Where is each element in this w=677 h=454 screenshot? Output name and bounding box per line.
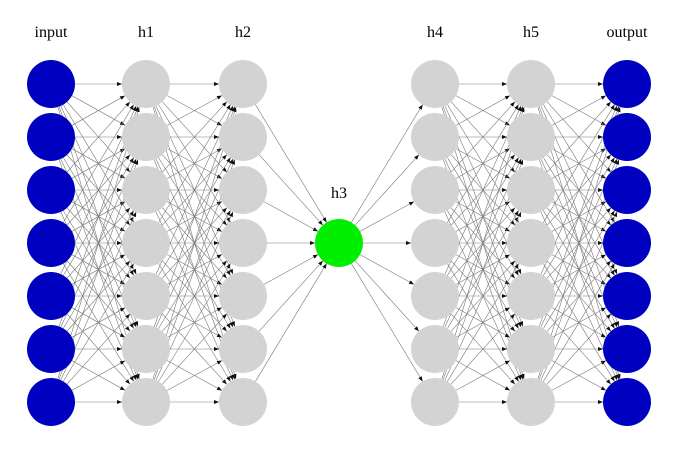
node-output-2 <box>603 113 651 161</box>
node-output-4 <box>603 219 651 267</box>
node-h4-1 <box>411 60 459 108</box>
layer-label-h1: h1 <box>138 24 154 41</box>
node-h3-1 <box>315 219 363 267</box>
node-h5-1 <box>507 60 555 108</box>
node-h5-3 <box>507 166 555 214</box>
edge-input-7-to-h1-4 <box>63 263 134 382</box>
node-h1-2 <box>122 113 170 161</box>
node-h1-5 <box>122 272 170 320</box>
edge-h5-7-to-output-5 <box>546 313 612 385</box>
edge-h2-5-to-h3-1 <box>263 254 319 285</box>
edge-h1-3-to-h2-1 <box>161 101 228 173</box>
edge-h4-2-to-h5-1 <box>455 95 511 126</box>
edge-h5-2-to-output-1 <box>551 95 607 126</box>
node-output-5 <box>603 272 651 320</box>
edge-h5-7-to-output-4 <box>543 263 615 382</box>
layer-label-h2: h2 <box>235 24 251 41</box>
edge-h2-7-to-h3-1 <box>255 263 327 382</box>
edge-h1-4-to-h2-1 <box>158 104 231 223</box>
node-output-3 <box>603 166 651 214</box>
node-h2-7 <box>219 378 267 426</box>
edge-h4-7-to-h5-5 <box>450 313 516 385</box>
node-h1-1 <box>122 60 170 108</box>
node-h2-2 <box>219 113 267 161</box>
node-h4-4 <box>411 219 459 267</box>
edge-input-7-to-h1-1 <box>57 106 140 380</box>
edge-input-7-to-h1-6 <box>71 360 126 391</box>
node-output-6 <box>603 325 651 373</box>
node-h1-7 <box>122 378 170 426</box>
edge-h1-2-to-h2-1 <box>166 95 223 126</box>
edge-h4-7-to-h5-4 <box>447 263 519 382</box>
node-h2-5 <box>219 272 267 320</box>
node-input-1 <box>27 60 75 108</box>
node-h2-4 <box>219 219 267 267</box>
edge-h2-6-to-h3-1 <box>258 260 324 332</box>
edge-h4-4-to-h5-1 <box>447 104 519 223</box>
node-h2-3 <box>219 166 267 214</box>
layer-label-h5: h5 <box>523 24 539 41</box>
edge-h3-1-to-h4-2 <box>354 154 420 226</box>
node-output-1 <box>603 60 651 108</box>
node-h1-3 <box>122 166 170 214</box>
node-output-7 <box>603 378 651 426</box>
edge-h2-2-to-h3-1 <box>258 154 324 226</box>
edge-h1-7-to-h2-4 <box>158 263 231 382</box>
edge-h2-3-to-h3-1 <box>263 201 319 232</box>
layer-labels: input h1 h2 h3 h4 h5 output <box>35 24 648 202</box>
edge-h5-3-to-output-1 <box>546 101 612 173</box>
node-h2-1 <box>219 60 267 108</box>
node-h5-5 <box>507 272 555 320</box>
layer-label-output: output <box>607 24 648 41</box>
node-input-6 <box>27 325 75 373</box>
edge-input-2-to-h1-1 <box>71 95 126 126</box>
edge-h3-1-to-h4-6 <box>354 260 420 332</box>
node-h1-4 <box>122 219 170 267</box>
network-nodes <box>27 60 651 426</box>
edge-input-7-to-h1-5 <box>66 313 131 385</box>
node-h4-3 <box>411 166 459 214</box>
layer-label-h3: h3 <box>331 185 347 202</box>
edge-h4-3-to-h5-1 <box>450 101 516 173</box>
node-input-2 <box>27 113 75 161</box>
edge-h1-7-to-h2-6 <box>166 360 223 391</box>
node-h4-7 <box>411 378 459 426</box>
node-h4-5 <box>411 272 459 320</box>
node-h5-2 <box>507 113 555 161</box>
edge-h5-7-to-output-1 <box>537 106 621 380</box>
edge-h2-1-to-h3-1 <box>255 104 327 223</box>
edge-input-3-to-h1-1 <box>66 101 131 173</box>
node-input-5 <box>27 272 75 320</box>
edge-h3-1-to-h4-5 <box>359 254 415 285</box>
node-h5-6 <box>507 325 555 373</box>
node-input-3 <box>27 166 75 214</box>
edge-input-4-to-h1-1 <box>63 104 134 223</box>
node-h4-6 <box>411 325 459 373</box>
layer-label-input: input <box>35 24 68 41</box>
layer-label-h4: h4 <box>427 24 443 41</box>
node-h5-7 <box>507 378 555 426</box>
edge-h5-4-to-output-1 <box>543 104 615 223</box>
node-h1-6 <box>122 325 170 373</box>
node-h4-2 <box>411 113 459 161</box>
node-h5-4 <box>507 219 555 267</box>
edge-h3-1-to-h4-7 <box>351 263 423 382</box>
edge-h1-7-to-h2-5 <box>161 313 228 385</box>
edge-h3-1-to-h4-3 <box>359 201 415 232</box>
node-input-7 <box>27 378 75 426</box>
edge-h4-7-to-h5-6 <box>455 360 511 391</box>
edge-h5-7-to-output-6 <box>551 360 607 391</box>
edge-h1-7-to-h2-1 <box>152 106 237 380</box>
node-input-4 <box>27 219 75 267</box>
edge-h4-7-to-h5-1 <box>441 106 525 380</box>
node-h2-6 <box>219 325 267 373</box>
edge-h3-1-to-h4-1 <box>351 104 423 223</box>
